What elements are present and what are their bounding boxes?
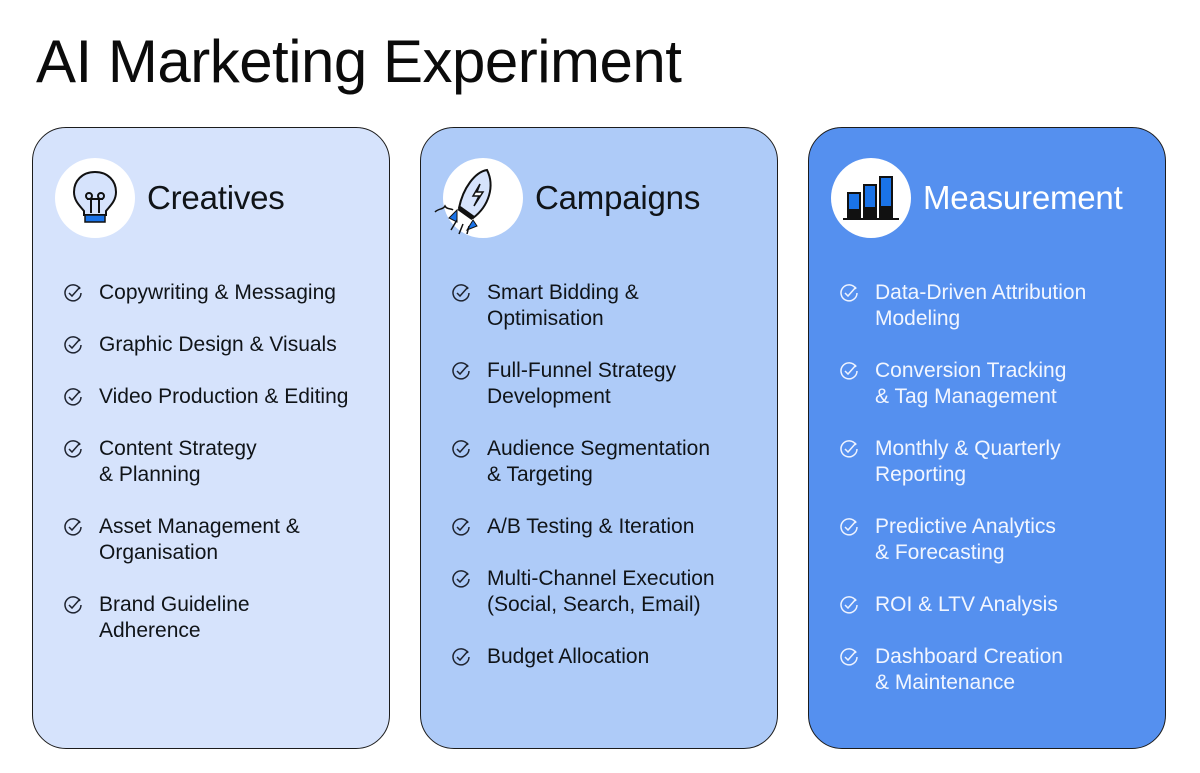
check-circle-icon: [452, 440, 470, 458]
list-item: Conversion Tracking & Tag Management: [839, 358, 1159, 410]
list-item: Asset Management & Organisation: [63, 514, 383, 566]
check-circle-icon: [452, 518, 470, 536]
check-circle-icon: [840, 648, 858, 666]
list-item: Monthly & Quarterly Reporting: [839, 436, 1159, 488]
list-item: Graphic Design & Visuals: [63, 332, 383, 358]
list-item: Smart Bidding & Optimisation: [451, 280, 771, 332]
card-header: Measurement: [831, 158, 1123, 238]
check-circle-icon: [452, 362, 470, 380]
card-campaigns: Campaigns Smart Bidding & Optimisation F…: [420, 127, 778, 749]
check-circle-icon: [840, 362, 858, 380]
lightbulb-icon: [55, 158, 135, 238]
check-circle-icon: [64, 596, 82, 614]
list-item: Copywriting & Messaging: [63, 280, 383, 306]
bar-chart-icon: [831, 158, 911, 238]
card-measurement: Measurement Data-Driven Attribution Mode…: [808, 127, 1166, 749]
card-title: Creatives: [147, 179, 285, 216]
card-header: Campaigns: [434, 158, 701, 238]
check-circle-icon: [452, 648, 470, 666]
list-item: Dashboard Creation & Maintenance: [839, 644, 1159, 696]
check-circle-icon: [452, 570, 470, 588]
card-creatives: Creatives Copywriting & Messaging Graphi…: [32, 127, 390, 749]
list-item: Data-Driven Attribution Modeling: [839, 280, 1159, 332]
check-circle-icon: [840, 596, 858, 614]
list-item: A/B Testing & Iteration: [451, 514, 771, 540]
list-item: Multi-Channel Execution (Social, Search,…: [451, 566, 771, 618]
check-circle-icon: [64, 518, 82, 536]
check-circle-icon: [64, 336, 82, 354]
check-circle-icon: [840, 440, 858, 458]
list-item: Full-Funnel Strategy Development: [451, 358, 771, 410]
feature-list: Copywriting & Messaging Graphic Design &…: [63, 280, 383, 670]
check-circle-icon: [64, 284, 82, 302]
list-item: Brand Guideline Adherence: [63, 592, 383, 644]
card-title: Campaigns: [535, 179, 701, 216]
list-item: ROI & LTV Analysis: [839, 592, 1159, 618]
list-item: Budget Allocation: [451, 644, 771, 670]
feature-list: Data-Driven Attribution Modeling Convers…: [839, 280, 1159, 722]
card-header: Creatives: [55, 158, 285, 238]
list-item: Predictive Analytics & Forecasting: [839, 514, 1159, 566]
check-circle-icon: [840, 284, 858, 302]
page-title: AI Marketing Experiment: [36, 28, 682, 95]
list-item: Content Strategy & Planning: [63, 436, 383, 488]
card-title: Measurement: [923, 179, 1123, 216]
feature-list: Smart Bidding & Optimisation Full-Funnel…: [451, 280, 771, 696]
check-circle-icon: [840, 518, 858, 536]
check-circle-icon: [64, 440, 82, 458]
rocket-icon: [434, 158, 523, 238]
check-circle-icon: [452, 284, 470, 302]
check-circle-icon: [64, 388, 82, 406]
list-item: Video Production & Editing: [63, 384, 383, 410]
list-item: Audience Segmentation & Targeting: [451, 436, 771, 488]
